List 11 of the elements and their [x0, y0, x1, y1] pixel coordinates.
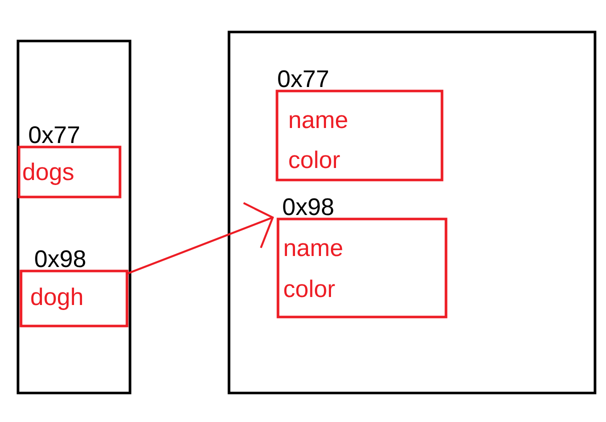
memory-region-box [228, 30, 596, 394]
object-box: name color [276, 90, 444, 182]
address-label: 0x77 [278, 70, 328, 88]
object-box: name color [276, 218, 448, 318]
memory-cell: dogs [18, 146, 122, 198]
address-label: 0x98 [283, 198, 334, 216]
memory-cell: dogh [20, 270, 128, 328]
address-label: 0x77 [29, 126, 80, 144]
arrow [126, 202, 274, 275]
memory-region-box [16, 40, 132, 394]
address-label: 0x98 [35, 250, 86, 268]
